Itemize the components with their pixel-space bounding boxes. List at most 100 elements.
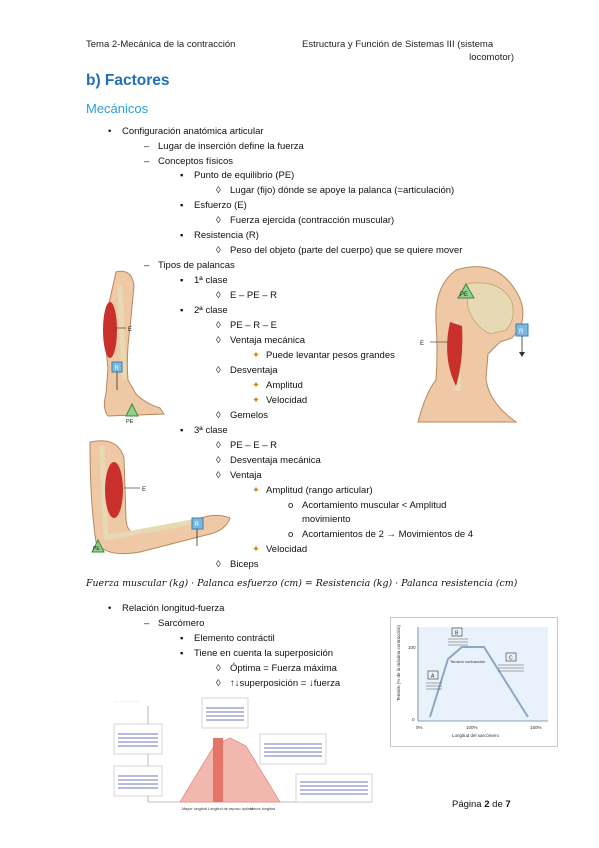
outline-item: 3ª clase xyxy=(194,425,228,436)
tension-axis-label: Tensión (% de la máxima contracción) xyxy=(396,624,401,701)
outline-item: Gemelos xyxy=(230,410,269,421)
outline-marker: ◊ xyxy=(216,365,221,376)
tick-0: 0 xyxy=(412,717,415,722)
footer-sep: de xyxy=(489,799,506,810)
outline-item: PE – E – R xyxy=(230,440,277,451)
outline-item: Configuración anatómica articular xyxy=(122,126,264,137)
header-right: Estructura y Función de Sistemas III (si… xyxy=(302,38,514,64)
outline-item: Amplitud xyxy=(266,380,303,391)
label-menor: Menor longitud xyxy=(250,807,275,811)
outline-item: Punto de equilibrio (PE) xyxy=(194,170,295,181)
neck-muscle xyxy=(447,322,463,386)
outline-marker: – xyxy=(144,156,150,167)
label-b: B xyxy=(455,631,459,637)
inset-top xyxy=(201,697,249,729)
head-lever-figure: PE E R xyxy=(417,266,529,423)
header-left: Tema 2-Mecánica de la contracción xyxy=(86,39,236,50)
label-optimo: Longitud de reposo óptimo xyxy=(208,807,253,811)
outline-item: Óptima = Fuerza máxima xyxy=(230,663,337,674)
outline-item: Fuerza ejercida (contracción muscular) xyxy=(230,215,395,226)
tension-peak-label: Tensión contracción xyxy=(450,659,485,664)
leg-label-e: E xyxy=(128,327,132,333)
outline-marker: ✦ xyxy=(252,395,260,406)
outline-marker: o xyxy=(288,500,294,511)
outline-marker: ◊ xyxy=(216,185,221,196)
outline-marker: o xyxy=(288,529,294,540)
outline-item: Velocidad xyxy=(266,395,308,406)
footer-total-pages: 7 xyxy=(505,799,511,810)
outline-marker: – xyxy=(144,618,150,629)
inset-left xyxy=(113,723,163,755)
outline-item: Desventaja xyxy=(230,365,278,376)
outline-marker: • xyxy=(108,603,112,614)
tick-0pct: 0% xyxy=(416,725,423,730)
outline-item: Relación longitud-fuerza xyxy=(122,603,225,614)
label-a: A xyxy=(431,674,435,680)
leg-lever-figure: E R PE xyxy=(103,270,165,424)
leg-fulcrum xyxy=(125,402,139,417)
arm-fulcrum xyxy=(91,538,105,553)
lever-formula: Fuerza muscular (kg) · Palanca esfuerzo … xyxy=(86,578,518,589)
outline-marker: ◊ xyxy=(216,559,221,570)
subsection-title: Mecánicos xyxy=(86,101,149,116)
footer-prefix: Página xyxy=(452,799,485,810)
outline-marker: ◊ xyxy=(216,320,221,331)
head-fulcrum xyxy=(457,282,475,299)
inset-right xyxy=(259,733,327,765)
outline-marker: ◊ xyxy=(216,215,221,226)
head-label-r: R xyxy=(519,329,524,335)
outline-item: 1ª clase xyxy=(194,275,228,286)
tick-150pct: 150% xyxy=(530,725,542,730)
tension-length-figure: Tensión (% de la máxima contracción) 100… xyxy=(390,617,558,747)
arm-label-pe: PE xyxy=(93,546,100,552)
outline-marker: ◊ xyxy=(216,245,221,256)
arm-label-r: R xyxy=(195,522,200,528)
outline-item: Ventaja mecánica xyxy=(230,335,305,346)
outline-item: Lugar (fijo) dónde se apoye la palanca (… xyxy=(230,185,455,196)
outline-marker: ◊ xyxy=(216,335,221,346)
outline-marker: ✦ xyxy=(252,350,260,361)
outline-marker: ◊ xyxy=(216,455,221,466)
inset-left-lower xyxy=(113,765,163,797)
outline-marker: ◊ xyxy=(216,470,221,481)
outline-item: Elemento contráctil xyxy=(194,633,275,644)
outline-marker: ▪ xyxy=(180,200,184,211)
page-footer: Página 2 de 7 xyxy=(452,799,511,810)
outline-marker: ◊ xyxy=(216,678,221,689)
arm-lever-figure: E R PE xyxy=(89,440,231,555)
outline-marker: ✦ xyxy=(252,380,260,391)
footer-current-page: 2 xyxy=(484,799,490,810)
tick-100pct: 100% xyxy=(466,725,478,730)
head-label-e: E xyxy=(420,341,424,347)
outline-marker: ▪ xyxy=(180,275,184,286)
outline-item: Tipos de palancas xyxy=(158,260,235,271)
label-mayor: Mayor longitud xyxy=(182,807,207,811)
superposition-figure: . . . . . . . . . . . . . Mayor longitud… xyxy=(113,697,373,811)
outline-item: E – PE – R xyxy=(230,290,277,301)
outline-item: Velocidad xyxy=(266,544,308,555)
tick-100: 100 xyxy=(408,645,416,650)
outline-marker: ✦ xyxy=(252,544,260,555)
biceps-muscle xyxy=(105,462,123,518)
header-right-line1: Estructura y Función de Sistemas III (si… xyxy=(302,39,494,50)
outline-marker: ▪ xyxy=(180,170,184,181)
outline-marker: • xyxy=(108,126,112,137)
outline-marker: ▪ xyxy=(180,633,184,644)
outline-marker: ▪ xyxy=(180,230,184,241)
outline-marker: – xyxy=(144,141,150,152)
outline-item: Peso del objeto (parte del cuerpo) que s… xyxy=(230,245,463,256)
head-label-pe: PE xyxy=(460,292,468,298)
outline-marker: ◊ xyxy=(216,663,221,674)
outline-item: Tiene en cuenta la superposición xyxy=(194,648,334,659)
label-c: C xyxy=(509,656,513,662)
outline-item: Lugar de inserción define la fuerza xyxy=(158,141,304,152)
outline-item: movimiento xyxy=(302,514,351,525)
section-title: b) Factores xyxy=(86,72,170,89)
outline-marker: ▪ xyxy=(180,648,184,659)
outline-marker: ▪ xyxy=(180,425,184,436)
leg-label-r: R xyxy=(115,366,120,372)
inset-right-lower xyxy=(295,773,373,803)
outline-item: 2ª clase xyxy=(194,305,228,316)
outline-item: Puede levantar pesos grandes xyxy=(266,350,395,361)
outline-item: Conceptos físicos xyxy=(158,156,233,167)
